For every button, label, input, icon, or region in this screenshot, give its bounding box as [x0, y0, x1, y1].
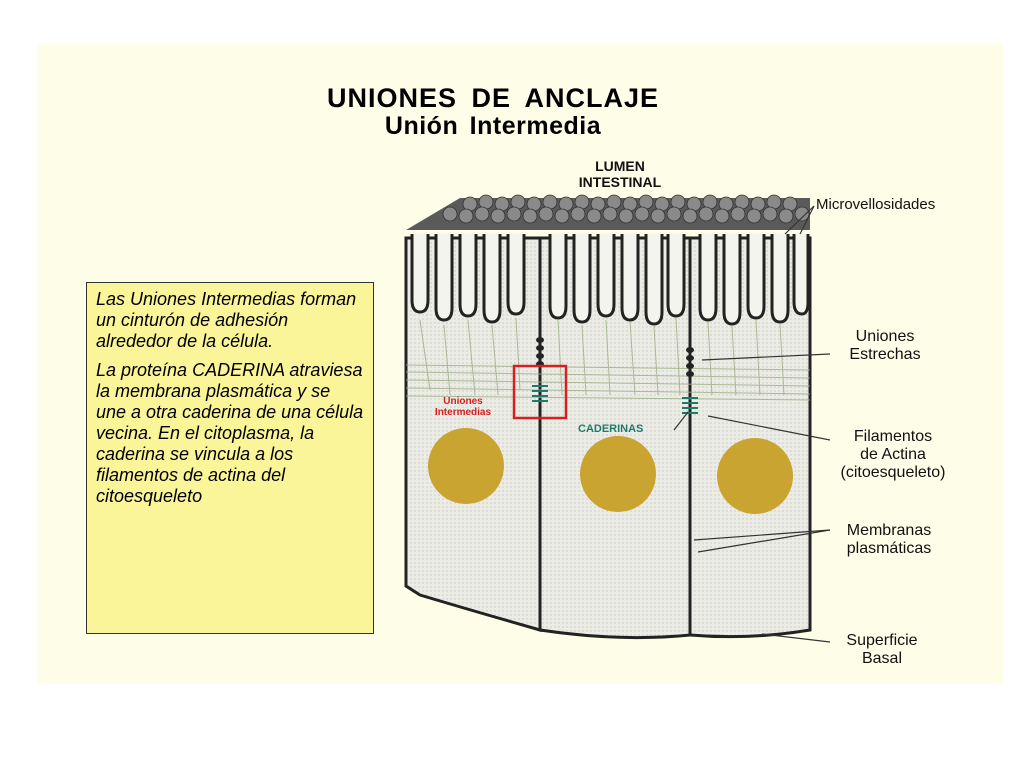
- filamentos-actina-label: Filamentos de Actina (citoesqueleto): [818, 428, 968, 482]
- info-box: Las Uniones Intermedias forman un cintur…: [86, 282, 374, 634]
- microvellosidades-label: Microvellosidades: [816, 196, 936, 213]
- title-line-1: UNIONES DE ANCLAJE: [326, 83, 660, 113]
- filamentos-line-3: (citoesqueleto): [840, 464, 946, 481]
- filamentos-line-1: Filamentos: [853, 428, 933, 445]
- info-paragraph-2: La proteína CADERINA atraviesa la membra…: [96, 360, 364, 506]
- uniones-intermedias-line-2: Intermedias: [434, 407, 492, 418]
- nuclei: [428, 428, 793, 514]
- intermediate-junction-highlight: [512, 364, 568, 420]
- superficie-line-2: Basal: [861, 650, 903, 667]
- actin-band: [405, 317, 811, 401]
- uniones-intermedias-label: Uniones Intermedias: [423, 396, 503, 418]
- pointer-lines: [673, 205, 830, 643]
- filamentos-line-2: de Actina: [860, 446, 926, 463]
- membranas-line-2: plasmáticas: [846, 540, 932, 557]
- membranas-plasmaticas-label: Membranas plasmáticas: [824, 522, 954, 558]
- info-paragraph-1: Las Uniones Intermedias forman un cintur…: [96, 289, 357, 351]
- lumen-label: LUMEN INTESTINAL: [560, 158, 680, 190]
- uniones-estrechas-line-2: Estrechas: [849, 346, 921, 363]
- superficie-line-1: Superficie: [846, 632, 918, 649]
- caderinas-label: CADERINAS: [578, 423, 644, 435]
- uniones-estrechas-label: Uniones Estrechas: [830, 328, 940, 364]
- lumen-label-line-2: INTESTINAL: [578, 174, 662, 190]
- membranas-line-1: Membranas: [846, 522, 932, 539]
- uniones-estrechas-line-1: Uniones: [855, 328, 915, 345]
- cadherin-marks: [532, 385, 698, 414]
- title-line-2: Unión Intermedia: [384, 112, 602, 141]
- microvilli: [410, 234, 810, 326]
- lumen-label-line-1: LUMEN: [595, 158, 645, 174]
- superficie-basal-label: Superficie Basal: [822, 632, 942, 668]
- microvilli-top-surface: [406, 194, 810, 230]
- epithelium-diagram: [404, 194, 830, 643]
- slide-title: UNIONES DE ANCLAJE Unión Intermedia: [283, 83, 703, 141]
- uniones-intermedias-line-1: Uniones: [443, 396, 483, 407]
